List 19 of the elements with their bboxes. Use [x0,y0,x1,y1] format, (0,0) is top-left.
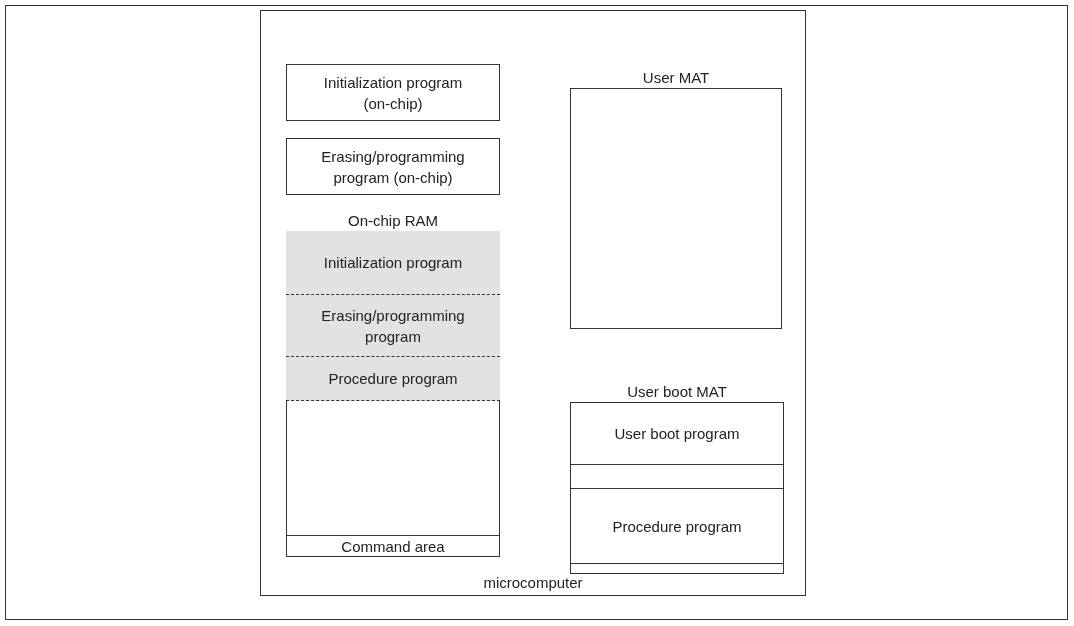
block-heading: On-chip RAM [347,211,439,231]
device-outline [260,10,806,596]
block-heading: microcomputer [482,573,584,593]
block-label: Initialization program (on-chip) [322,72,464,114]
block-heading: User boot MAT [626,382,728,402]
program-block [286,138,500,195]
memory-section [286,295,500,357]
memory-section [570,464,784,489]
block-heading: User MAT [641,68,711,88]
block-label: Procedure program [611,516,743,537]
block-label: Procedure program [327,369,459,389]
block-label: Erasing/programming program (on-chip) [320,146,466,188]
block-label: Command area [340,537,446,557]
block-label: Erasing/programming program [320,305,466,347]
program-block [286,64,500,121]
block-label: User boot program [613,423,741,444]
memory-section [286,357,500,401]
block-label: Initialization program [322,253,464,273]
memory-section [286,231,500,295]
